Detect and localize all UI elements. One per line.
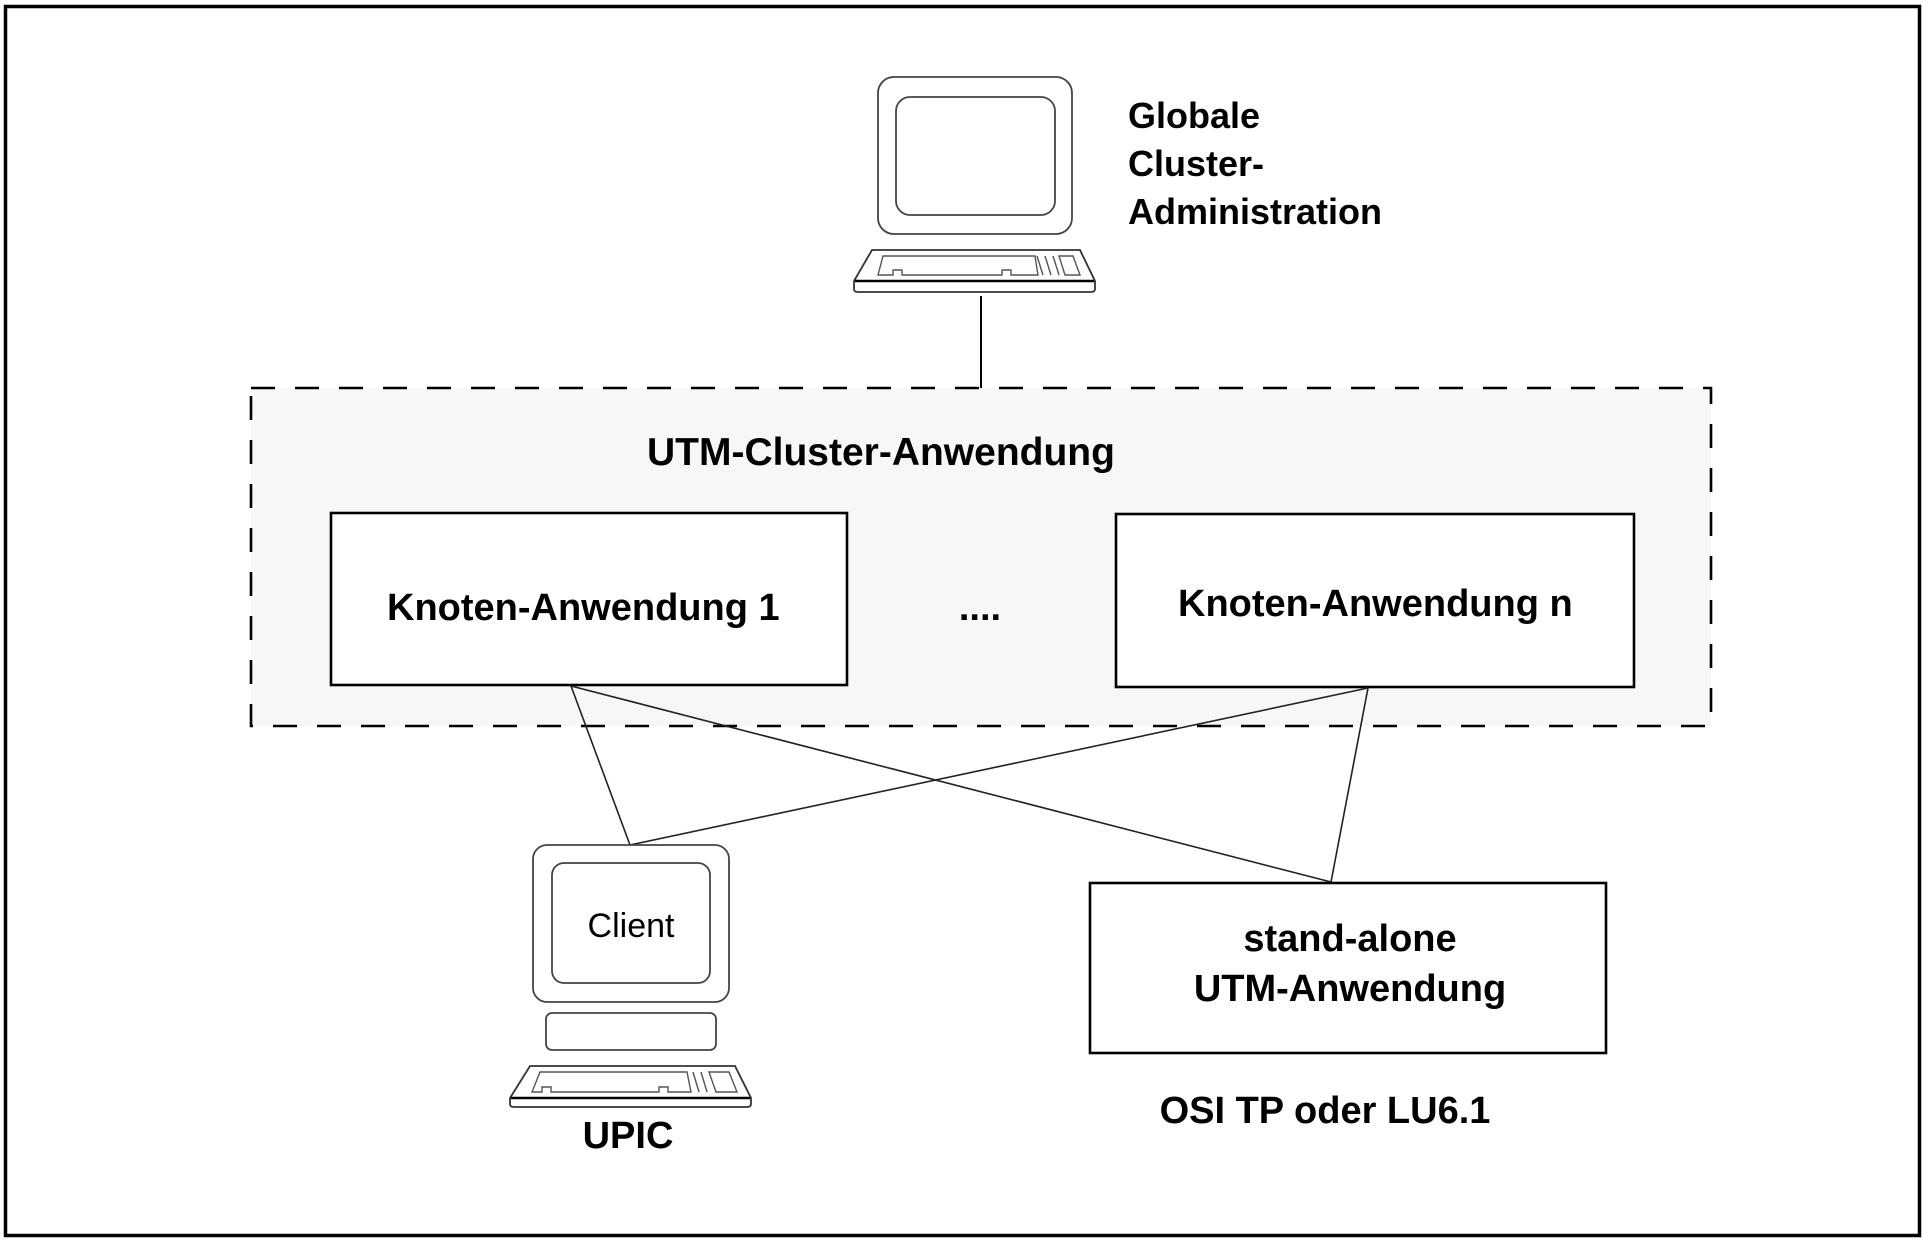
connector-noden-standalone: [1330, 687, 1369, 883]
admin-label-line-2: Cluster-: [1128, 143, 1264, 184]
standalone-box: [1088, 881, 1608, 1055]
client-caption: UPIC: [583, 1115, 674, 1157]
node-box-1: [329, 511, 849, 687]
standalone-label-line-2: UTM-Anwendung: [1194, 968, 1506, 1010]
admin-terminal-icon: [853, 76, 1096, 293]
client-base-unit: [545, 1012, 717, 1051]
admin-keyboard-numpad: [1036, 255, 1082, 276]
connector-node1-standalone: [570, 685, 1332, 883]
client-keyboard-keys: [530, 1071, 692, 1093]
client-screen-label: Client: [588, 907, 675, 945]
client-keyboard-numpad: [692, 1071, 739, 1093]
client-monitor-screen: [551, 862, 711, 984]
admin-label: Globale Cluster- Administration: [1128, 95, 1382, 232]
admin-keyboard-keys: [877, 255, 1039, 276]
node-box-n: [1114, 512, 1636, 689]
admin-label-line-1: Globale: [1128, 95, 1260, 136]
admin-label-line-3: Administration: [1128, 191, 1382, 232]
client-terminal-icon: [509, 844, 752, 1108]
node-label-n: Knoten-Anwendung n: [1178, 583, 1573, 625]
node-label-1: Knoten-Anwendung 1: [387, 587, 780, 629]
client-keyboard: [509, 1065, 752, 1108]
admin-monitor-screen: [895, 96, 1056, 216]
connector-node1-client: [570, 685, 631, 846]
node-ellipsis: ....: [959, 587, 1001, 629]
connector-noden-client: [629, 687, 1369, 846]
standalone-caption: OSI TP oder LU6.1: [1160, 1090, 1491, 1132]
cluster-title: UTM-Cluster-Anwendung: [647, 431, 1115, 474]
standalone-label-line-1: stand-alone: [1243, 918, 1456, 960]
